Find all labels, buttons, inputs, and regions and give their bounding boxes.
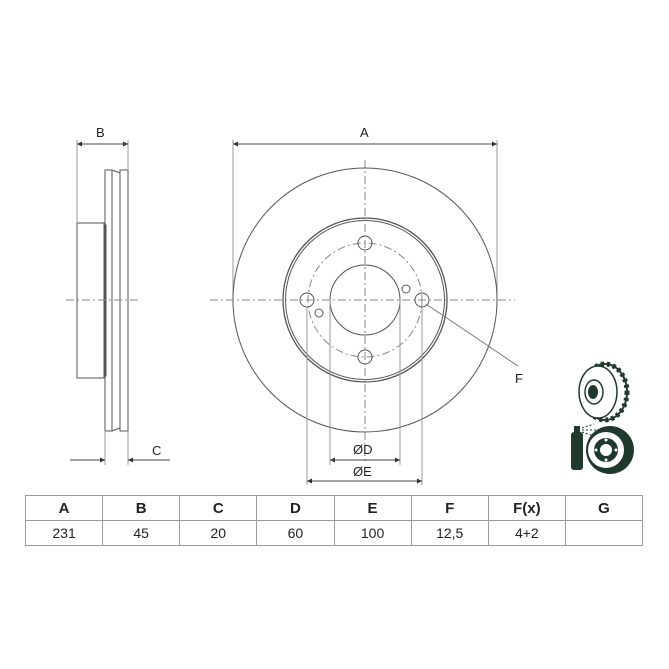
header-C: C [179,495,258,521]
header-G: G [564,495,644,521]
coated-disc-spray-icon [571,423,634,474]
value-D: 60 [256,520,335,546]
label-E: ØE [353,464,372,479]
dimensions-table: A B C D E F F(x) G 231 45 20 60 100 12,5… [24,495,644,546]
label-C: C [152,443,161,458]
value-B: 45 [102,520,181,546]
header-Fx: F(x) [487,495,566,521]
header-B: B [102,495,181,521]
label-B: B [96,125,105,140]
leader-F [425,303,519,367]
value-G [564,520,644,546]
locating-hole [401,284,411,294]
value-F: 12,5 [410,520,489,546]
front-view [210,140,519,485]
vented-disc-icon [578,361,630,423]
header-E: E [333,495,412,521]
table-header-row: A B C D E F F(x) G [24,495,644,521]
table-value-row: 231 45 20 60 100 12,5 4+2 [24,520,644,546]
value-A: 231 [24,520,104,546]
value-E: 100 [333,520,412,546]
header-F: F [410,495,489,521]
locating-hole [314,308,324,318]
label-A: A [360,125,369,140]
header-A: A [24,495,104,521]
value-C: 20 [179,520,258,546]
label-F: F [515,371,523,386]
label-D: ØD [353,442,373,457]
header-D: D [256,495,335,521]
value-Fx: 4+2 [487,520,566,546]
side-view [66,140,170,465]
